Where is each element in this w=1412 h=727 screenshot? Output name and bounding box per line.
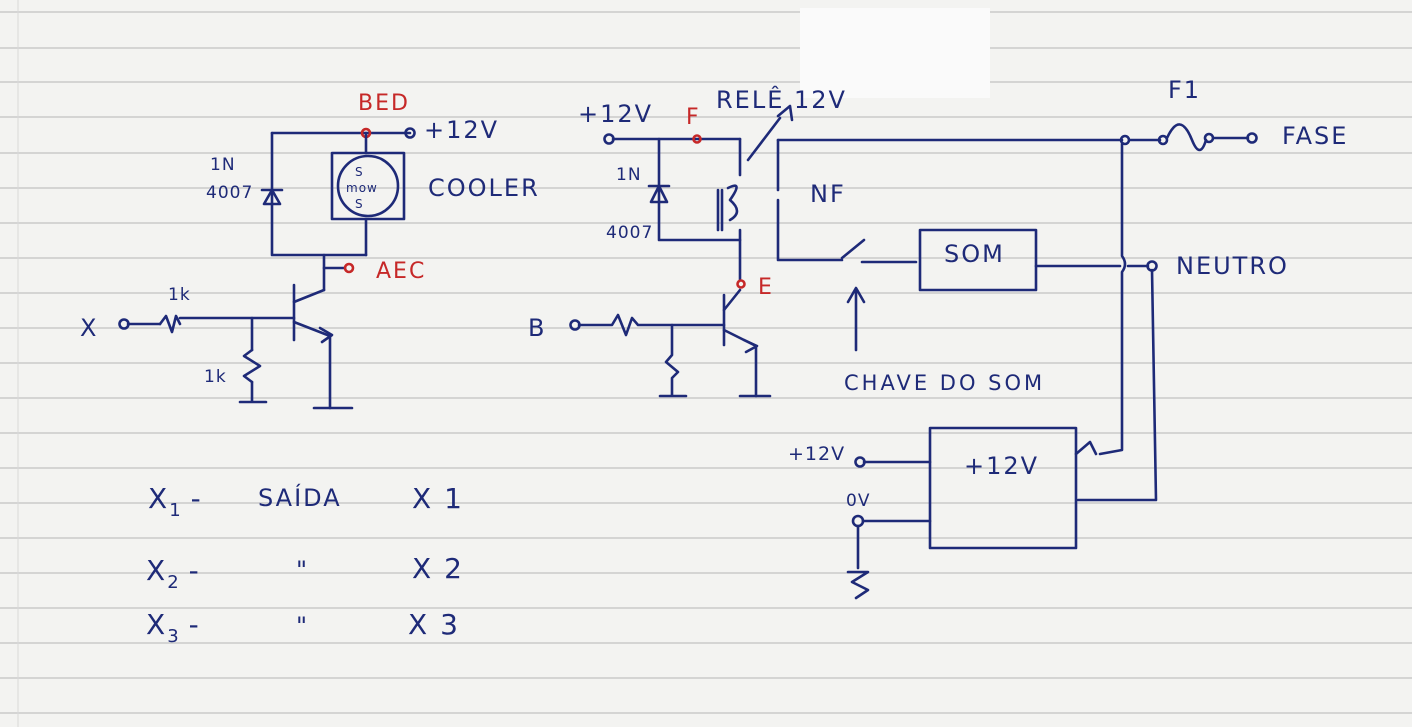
zero-v-terminal bbox=[851, 514, 865, 528]
relay-coil bbox=[726, 137, 742, 282]
e-point-label: E bbox=[758, 275, 774, 300]
fuse-f1 bbox=[1165, 123, 1208, 152]
rele-label: RELÊ 12V bbox=[716, 85, 847, 114]
legend-subscript: 1 bbox=[169, 500, 182, 521]
svg-text:mow: mow bbox=[346, 181, 378, 195]
diode-b-label-1: 1N bbox=[616, 165, 642, 185]
som-box bbox=[918, 228, 1038, 292]
resistor-b bbox=[577, 313, 726, 337]
fase-terminal bbox=[1246, 132, 1258, 144]
legend-row-2: X2- " X 2 bbox=[146, 552, 464, 593]
r1-label: 1k bbox=[168, 285, 191, 305]
resistor-1k-ground bbox=[242, 348, 262, 384]
x-input-label: X bbox=[80, 314, 98, 342]
legend-dash: - bbox=[191, 482, 203, 515]
mains-sound-circuit bbox=[776, 123, 1258, 600]
svg-text:S: S bbox=[355, 197, 364, 211]
plus12v-mid-label: +12V bbox=[578, 100, 653, 128]
psu-box-label: +12V bbox=[964, 452, 1039, 480]
legend-desc: " bbox=[296, 612, 309, 640]
r2-label: 1k bbox=[204, 367, 227, 387]
aec-label: AEC bbox=[376, 259, 426, 284]
diode-1n4007-mid bbox=[647, 184, 671, 204]
som-label: SOM bbox=[944, 240, 1005, 268]
legend-symbol: X bbox=[146, 608, 167, 641]
svg-text:X2-: X2- bbox=[146, 554, 201, 593]
plus12v-terminal-left bbox=[404, 127, 416, 139]
legend-value: X 1 bbox=[412, 482, 464, 515]
f-node bbox=[692, 134, 702, 144]
diode-1n4007-left bbox=[260, 188, 284, 206]
nf-switch bbox=[840, 238, 866, 260]
resistor-1k-series bbox=[158, 314, 182, 334]
e-node bbox=[736, 279, 746, 289]
f1-label: F1 bbox=[1168, 76, 1201, 104]
cooler-driver-circuit: S mow S bbox=[118, 127, 416, 410]
legend-dash: - bbox=[189, 608, 201, 641]
neutro-label: NEUTRO bbox=[1176, 252, 1289, 280]
psu-plus12v-in-label: +12V bbox=[788, 443, 845, 465]
fase-label: FASE bbox=[1282, 122, 1348, 150]
svg-text:X3-: X3- bbox=[146, 608, 201, 647]
legend-desc: SAÍDA bbox=[258, 483, 342, 512]
legend-desc: " bbox=[296, 556, 309, 584]
relay-driver-circuit bbox=[569, 104, 794, 398]
legend-row-1: X1- SAÍDA X 1 bbox=[148, 482, 464, 521]
legend: X1- SAÍDA X 1 X2- " X 2 X3- " X 3 bbox=[146, 482, 464, 647]
svg-text:X1-: X1- bbox=[148, 482, 203, 521]
diode-a-label-2: 4007 bbox=[206, 183, 253, 203]
plus12v-left-label: +12V bbox=[424, 116, 499, 144]
f-point-label: F bbox=[686, 105, 701, 130]
labels: BED +12V 1N 4007 COOLER AEC X 1k 1k +12V… bbox=[80, 76, 1348, 511]
whiteout-patch bbox=[800, 8, 990, 98]
svg-text:S: S bbox=[355, 165, 364, 179]
legend-subscript: 2 bbox=[167, 572, 180, 593]
diode-b-label-2: 4007 bbox=[606, 223, 653, 243]
cooler-label: COOLER bbox=[428, 174, 540, 202]
aec-node bbox=[343, 262, 355, 274]
chave-arrow bbox=[846, 286, 866, 352]
b-input-label: B bbox=[528, 314, 546, 342]
psu-box bbox=[928, 426, 1078, 550]
legend-value: X 2 bbox=[412, 552, 464, 585]
legend-value: X 3 bbox=[408, 608, 460, 641]
relay-arm bbox=[746, 104, 794, 162]
cooler-fan bbox=[330, 151, 406, 221]
legend-symbol: X bbox=[148, 482, 169, 515]
bed-label: BED bbox=[358, 91, 410, 116]
legend-symbol: X bbox=[146, 554, 167, 587]
chave-do-som-label: CHAVE DO SOM bbox=[844, 371, 1045, 395]
legend-subscript: 3 bbox=[167, 626, 180, 647]
legend-dash: - bbox=[189, 554, 201, 587]
nf-label: NF bbox=[810, 180, 846, 208]
zero-v-label: 0V bbox=[846, 491, 870, 511]
legend-row-3: X3- " X 3 bbox=[146, 608, 460, 647]
diode-a-label-1: 1N bbox=[210, 155, 236, 175]
